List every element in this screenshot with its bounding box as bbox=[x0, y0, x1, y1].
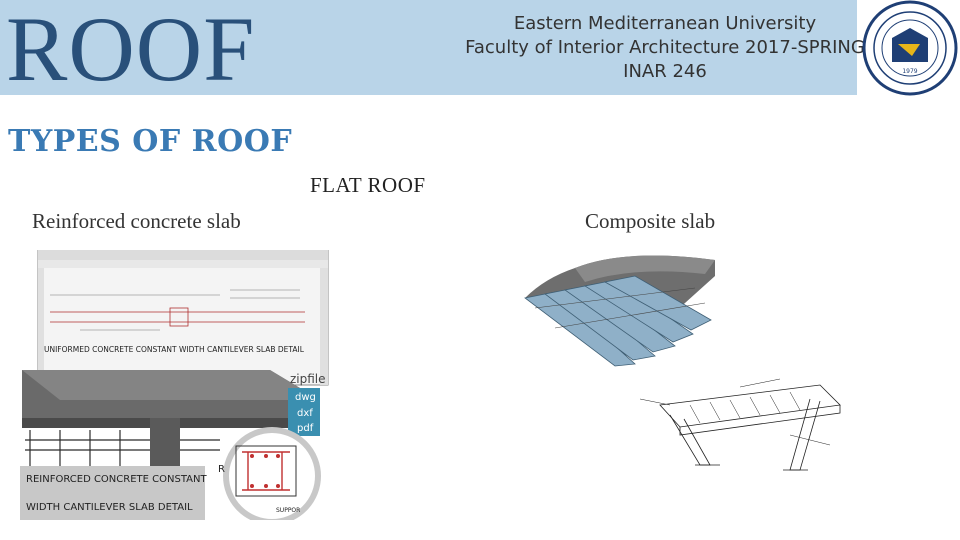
detail-marker: R bbox=[218, 464, 225, 475]
rc-caption-line2: WIDTH CANTILEVER SLAB DETAIL bbox=[26, 502, 193, 513]
faculty-name: Faculty of Interior Architecture 2017-SP… bbox=[465, 37, 865, 58]
university-logo: 1979 bbox=[862, 0, 958, 96]
university-name: Eastern Mediterranean University bbox=[513, 13, 817, 34]
course-code: INAR 246 bbox=[623, 61, 707, 82]
format-pdf: pdf bbox=[297, 423, 314, 434]
format-dwg: dwg bbox=[295, 392, 316, 403]
flat-roof-heading: FLAT ROOF bbox=[310, 173, 426, 197]
zipfile-label: zipfile bbox=[290, 372, 326, 386]
rc-caption-line1: REINFORCED CONCRETE CONSTANT bbox=[26, 474, 207, 485]
composite-slab-figure bbox=[524, 255, 715, 367]
rc-slab-caption: Reinforced concrete slab bbox=[32, 209, 241, 233]
cad-drawing-title: UNIFORMED CONCRETE CONSTANT WIDTH CANTIL… bbox=[44, 345, 305, 354]
section-heading: TYPES OF ROOF bbox=[8, 124, 293, 159]
slide-title: ROOF bbox=[6, 0, 256, 100]
composite-beam-drawing bbox=[640, 378, 841, 471]
university-info: Eastern Mediterranean University Faculty… bbox=[415, 12, 915, 84]
header-band bbox=[0, 0, 857, 95]
composite-slab-caption: Composite slab bbox=[585, 209, 716, 233]
rc-slab-figure: UNIFORMED CONCRETE CONSTANT WIDTH CANTIL… bbox=[20, 250, 329, 520]
format-dxf: dxf bbox=[297, 408, 313, 419]
support-label: SUPPOR bbox=[276, 507, 300, 514]
logo-year: 1979 bbox=[902, 68, 917, 75]
